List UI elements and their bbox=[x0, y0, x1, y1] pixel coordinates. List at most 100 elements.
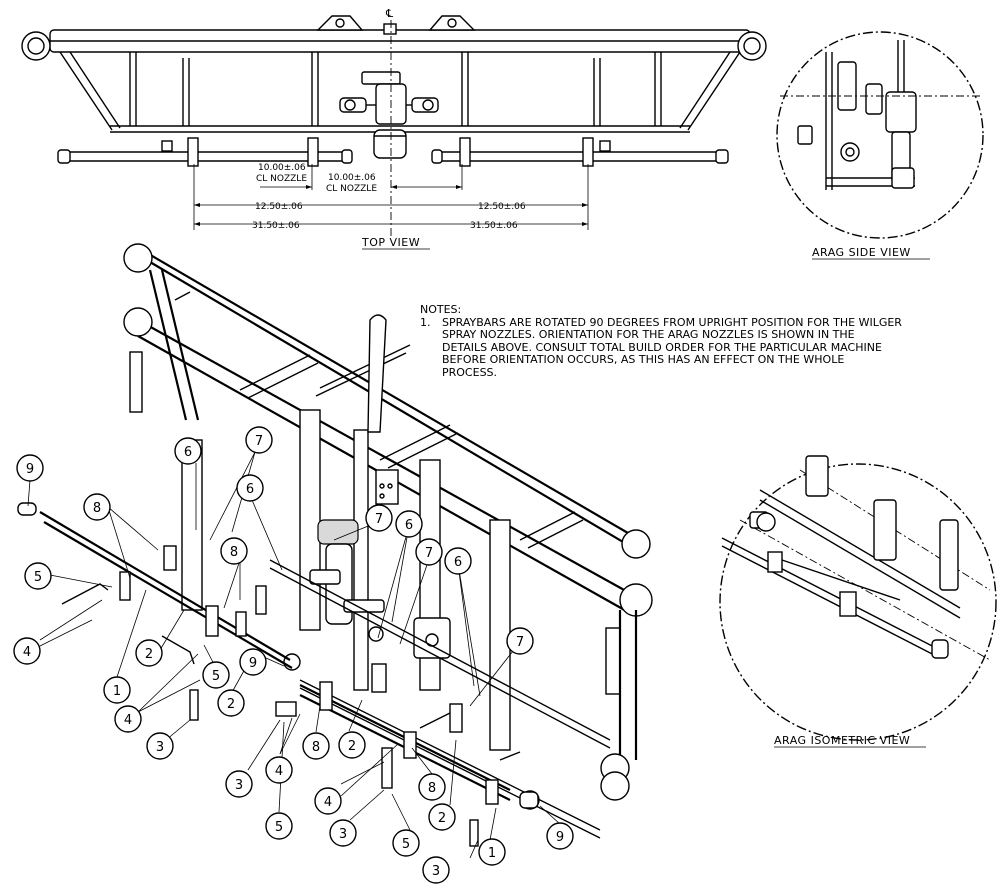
callout-7: 7 bbox=[365, 504, 393, 532]
callout-3: 3 bbox=[225, 770, 253, 798]
svg-text:3: 3 bbox=[339, 827, 347, 842]
callout-8: 8 bbox=[418, 773, 446, 801]
callout-4: 4 bbox=[314, 787, 342, 815]
dim-nozzle-right-label: CL NOZZLE bbox=[326, 184, 377, 194]
svg-text:8: 8 bbox=[312, 740, 320, 755]
callout-8: 8 bbox=[302, 732, 330, 760]
callout-4: 4 bbox=[13, 637, 41, 665]
svg-text:8: 8 bbox=[428, 781, 436, 796]
callout-7: 7 bbox=[506, 627, 534, 655]
top-view-spraybars bbox=[57, 137, 729, 167]
svg-text:7: 7 bbox=[425, 546, 433, 561]
callout-6: 6 bbox=[395, 510, 423, 538]
svg-text:8: 8 bbox=[230, 545, 238, 560]
svg-text:3: 3 bbox=[432, 864, 440, 879]
callout-9: 9 bbox=[16, 454, 44, 482]
svg-text:7: 7 bbox=[516, 635, 524, 650]
frame-rails bbox=[123, 243, 653, 801]
svg-text:9: 9 bbox=[556, 830, 564, 845]
callout-2: 2 bbox=[135, 639, 163, 667]
callout-bubbles: 9 8 5 4 1 2 6 7 8 4 5 3 2 9 6 7 6 7 6 7 … bbox=[13, 426, 574, 884]
svg-text:6: 6 bbox=[184, 445, 192, 460]
arag-side-view: ARAG SIDE VIEW bbox=[776, 31, 984, 260]
callout-7: 7 bbox=[245, 426, 273, 454]
callout-6: 6 bbox=[444, 547, 472, 575]
svg-text:6: 6 bbox=[405, 518, 413, 533]
top-view-dimensions: 10.00±.06 CL NOZZLE 10.00±.06 CL NOZZLE … bbox=[193, 163, 589, 231]
side-view-detail-circle bbox=[776, 31, 984, 239]
svg-text:7: 7 bbox=[255, 434, 263, 449]
svg-text:5: 5 bbox=[212, 669, 220, 684]
nozzle-brackets bbox=[61, 545, 499, 847]
leader-lines bbox=[27, 451, 561, 859]
notes-item: 1. SPRAYBARS ARE ROTATED 90 DEGREES FROM… bbox=[420, 315, 920, 380]
callout-2: 2 bbox=[217, 689, 245, 717]
callout-8: 8 bbox=[83, 493, 111, 521]
svg-text:4: 4 bbox=[124, 713, 132, 728]
dim-nozzle-left: 10.00±.06 bbox=[258, 163, 306, 173]
svg-text:2: 2 bbox=[438, 811, 446, 826]
iso-view-detail-circle bbox=[719, 463, 997, 741]
callout-7: 7 bbox=[415, 538, 443, 566]
centerline-symbol: ℄ bbox=[385, 7, 393, 20]
notes-block: NOTES: 1. SPRAYBARS ARE ROTATED 90 DEGRE… bbox=[420, 303, 920, 380]
arag-isometric-view: ARAG ISOMETRIC VIEW bbox=[719, 455, 997, 748]
svg-text:2: 2 bbox=[227, 697, 235, 712]
top-view-title: TOP VIEW bbox=[361, 236, 420, 249]
svg-text:3: 3 bbox=[235, 778, 243, 793]
callout-3: 3 bbox=[422, 856, 450, 884]
notes-item-text: SPRAYBARS ARE ROTATED 90 DEGREES FROM UP… bbox=[442, 315, 902, 379]
svg-text:6: 6 bbox=[454, 555, 462, 570]
svg-text:9: 9 bbox=[26, 462, 34, 477]
svg-text:5: 5 bbox=[34, 570, 42, 585]
svg-text:1: 1 bbox=[488, 846, 496, 861]
iso-view-title: ARAG ISOMETRIC VIEW bbox=[774, 734, 910, 747]
svg-text:2: 2 bbox=[145, 647, 153, 662]
svg-text:5: 5 bbox=[402, 837, 410, 852]
callout-1: 1 bbox=[478, 838, 506, 866]
notes-header: NOTES: bbox=[420, 303, 462, 316]
inlet-pipe bbox=[367, 314, 387, 433]
svg-text:6: 6 bbox=[246, 482, 254, 497]
notes-item-number: 1. bbox=[420, 315, 431, 329]
frame-cross-members bbox=[174, 291, 584, 549]
callout-6: 6 bbox=[236, 474, 264, 502]
dim-mid-left: 12.50±.06 bbox=[255, 202, 303, 212]
dim-outer-left: 31.50±.06 bbox=[252, 221, 300, 231]
callout-5: 5 bbox=[24, 562, 52, 590]
side-view-title: ARAG SIDE VIEW bbox=[812, 246, 911, 259]
callout-4: 4 bbox=[265, 756, 293, 784]
callout-6: 6 bbox=[174, 437, 202, 465]
dim-outer-right: 31.50±.06 bbox=[470, 221, 518, 231]
callout-2: 2 bbox=[338, 731, 366, 759]
callout-1: 1 bbox=[103, 676, 131, 704]
dim-nozzle-right: 10.00±.06 bbox=[328, 173, 376, 183]
svg-text:7: 7 bbox=[375, 512, 383, 527]
svg-text:9: 9 bbox=[249, 656, 257, 671]
main-assembly bbox=[17, 243, 653, 847]
svg-text:8: 8 bbox=[93, 501, 101, 516]
pump-assembly bbox=[309, 519, 451, 659]
svg-text:4: 4 bbox=[23, 645, 31, 660]
callout-9: 9 bbox=[546, 822, 574, 850]
callout-5: 5 bbox=[202, 661, 230, 689]
callout-9: 9 bbox=[239, 648, 267, 676]
dim-mid-right: 12.50±.06 bbox=[478, 202, 526, 212]
callout-4: 4 bbox=[114, 705, 142, 733]
top-view: ℄ bbox=[21, 7, 767, 250]
svg-text:4: 4 bbox=[275, 764, 283, 779]
svg-text:3: 3 bbox=[156, 740, 164, 755]
svg-text:1: 1 bbox=[113, 684, 121, 699]
callout-3: 3 bbox=[329, 819, 357, 847]
top-view-valve-assembly bbox=[339, 71, 439, 159]
callout-5: 5 bbox=[265, 812, 293, 840]
callout-3: 3 bbox=[146, 732, 174, 760]
callout-8: 8 bbox=[220, 537, 248, 565]
callout-2: 2 bbox=[428, 803, 456, 831]
svg-text:4: 4 bbox=[324, 795, 332, 810]
svg-text:5: 5 bbox=[275, 820, 283, 835]
callout-5: 5 bbox=[392, 829, 420, 857]
dim-nozzle-left-label: CL NOZZLE bbox=[256, 174, 307, 184]
svg-text:2: 2 bbox=[348, 739, 356, 754]
